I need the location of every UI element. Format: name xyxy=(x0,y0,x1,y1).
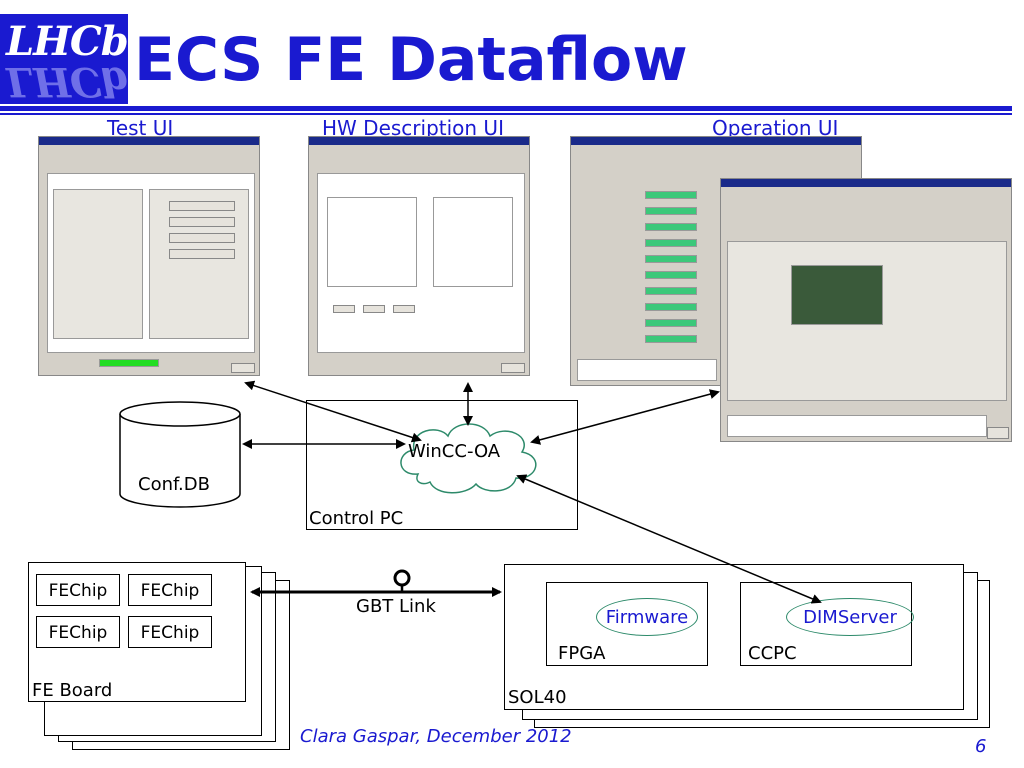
fechip-3: FEChip xyxy=(36,616,120,648)
confdb-label: Conf.DB xyxy=(138,474,210,495)
page-number: 6 xyxy=(975,736,987,757)
fpga-label: FPGA xyxy=(558,643,606,664)
footer-author: Clara Gaspar, December 2012 xyxy=(300,726,572,747)
gbt-link-label: GBT Link xyxy=(356,596,436,617)
hw-ui-screenshot xyxy=(308,136,530,376)
fechip-4: FEChip xyxy=(128,616,212,648)
fechip-1: FEChip xyxy=(36,574,120,606)
arrow-opui-wincc xyxy=(530,389,720,445)
confdb-cylinder-icon xyxy=(119,401,241,508)
operation-ui-screenshot-front xyxy=(720,178,1012,442)
logo-text: LHCb xyxy=(6,18,129,65)
control-pc-label: Control PC xyxy=(309,508,404,529)
arrow-testui-wincc xyxy=(244,380,422,443)
ccpc-label: CCPC xyxy=(748,643,797,664)
wincc-label: WinCC-OA xyxy=(408,441,501,462)
lhcb-logo: LHCb LHCb xyxy=(0,14,129,105)
sol40-label: SOL40 xyxy=(508,687,567,708)
test-ui-screenshot xyxy=(38,136,260,376)
fechip-2: FEChip xyxy=(128,574,212,606)
arrow-wincc-dimserver xyxy=(516,474,822,604)
fe-board-label: FE Board xyxy=(32,680,113,701)
title-rule xyxy=(0,106,1012,111)
title-rule-thin xyxy=(0,113,1012,115)
dimserver-oval: DIMServer xyxy=(786,598,914,636)
gbt-node-icon xyxy=(393,569,411,587)
slide-title: ECS FE Dataflow xyxy=(134,25,688,95)
